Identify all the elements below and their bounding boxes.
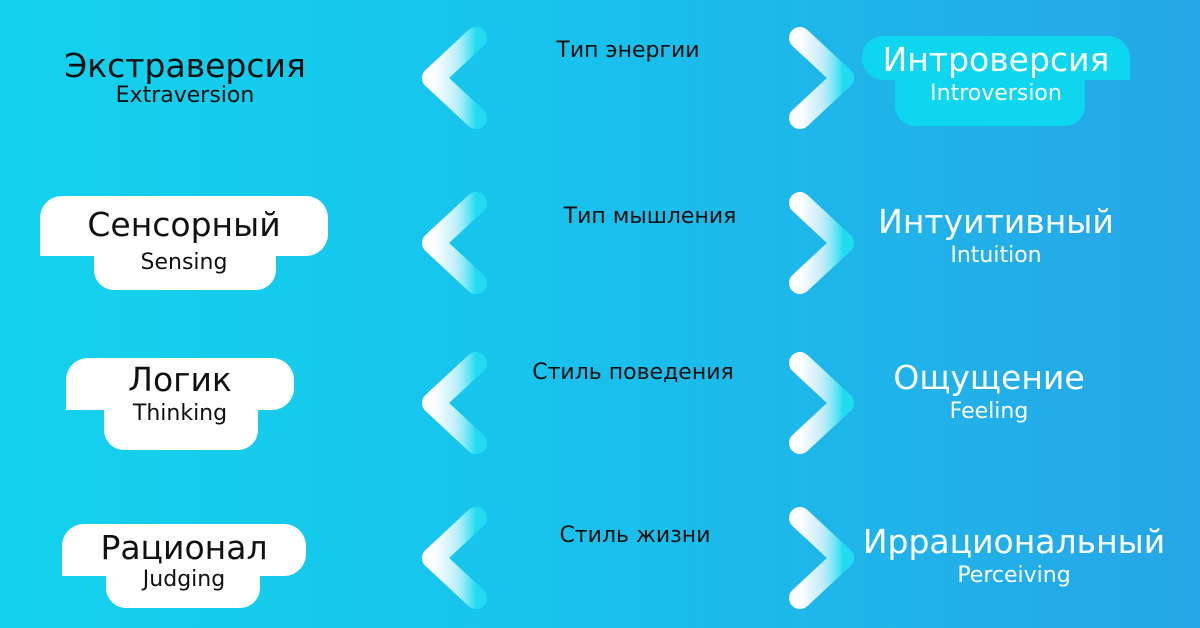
- left-pole-behavior: Логик Thinking: [66, 360, 294, 426]
- left-pole-ru: Логик: [128, 360, 232, 399]
- right-pole-behavior: Ощущение Feeling: [848, 358, 1130, 424]
- highlight-pill: [862, 36, 1130, 80]
- left-pole-ru: Сенсорный: [87, 205, 281, 244]
- dichotomy-row-behavior: Логик Thinking Стиль поведения Ощущение …: [0, 320, 1200, 470]
- axis-label-thinking-type: Тип мышления: [563, 204, 737, 229]
- double-arrow-icon: [422, 192, 854, 294]
- highlight-pill-lower: [104, 402, 258, 450]
- highlight-pill-lower: [94, 246, 276, 290]
- axis-label-behavior: Стиль поведения: [532, 360, 734, 385]
- highlight-pill-lower: [895, 76, 1085, 126]
- right-pole-en: Introversion: [930, 81, 1062, 106]
- right-pole-thinking-type: Интуитивный Intuition: [862, 202, 1130, 268]
- left-pole-lifestyle: Рационал Judging: [62, 528, 306, 592]
- right-pole-ru: Иррациональный: [862, 522, 1166, 561]
- left-pole-ru: Экстраверсия: [64, 46, 306, 85]
- right-pole-lifestyle: Иррациональный Perceiving: [848, 522, 1180, 588]
- left-pole-en: Thinking: [132, 401, 228, 426]
- right-pole-en: Perceiving: [957, 563, 1071, 588]
- double-arrow-icon: [422, 507, 854, 609]
- double-arrow-icon: [422, 27, 854, 129]
- dichotomy-row-energy: Экстраверсия Extraversion Тип энергии Ин…: [0, 0, 1200, 160]
- right-pole-energy: Интроверсия Introversion: [862, 40, 1130, 106]
- axis-label-energy: Тип энергии: [556, 38, 700, 63]
- highlight-pill: [62, 524, 306, 576]
- right-pole-ru: Ощущение: [893, 358, 1085, 397]
- left-pole-thinking-type: Сенсорный Sensing: [40, 205, 328, 275]
- highlight-pill-lower: [106, 568, 260, 608]
- highlight-pill: [66, 358, 294, 410]
- right-pole-en: Intuition: [950, 243, 1042, 268]
- dichotomy-row-thinking-type: Сенсорный Sensing Тип мышления Интуитивн…: [0, 160, 1200, 320]
- double-arrow-icon: [422, 352, 854, 454]
- left-pole-ru: Рационал: [100, 528, 268, 567]
- left-pole-en: Judging: [142, 567, 226, 592]
- left-pole-en: Extraversion: [115, 83, 255, 108]
- right-pole-ru: Интроверсия: [882, 40, 1110, 79]
- left-pole-en: Sensing: [140, 250, 228, 275]
- right-pole-ru: Интуитивный: [878, 202, 1114, 241]
- axis-label-lifestyle: Стиль жизни: [559, 523, 711, 548]
- left-pole-energy: Экстраверсия Extraversion: [50, 46, 320, 108]
- right-pole-en: Feeling: [949, 399, 1029, 424]
- dichotomy-row-lifestyle: Рационал Judging Стиль жизни Иррациональ…: [0, 470, 1200, 628]
